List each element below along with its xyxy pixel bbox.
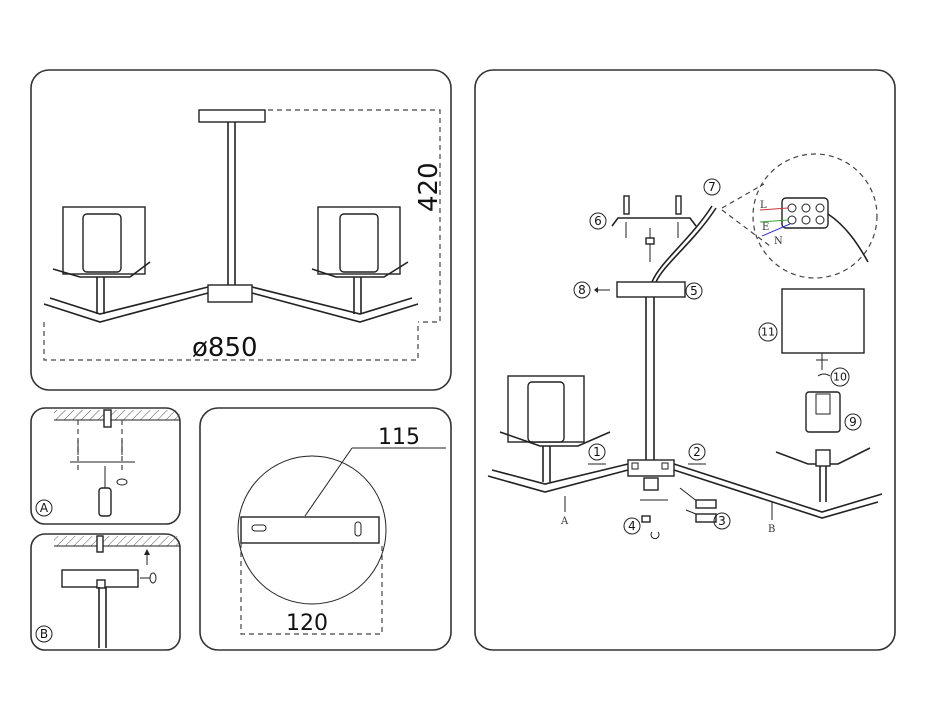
callout-6: 6 xyxy=(589,212,607,230)
callout-2: 2 xyxy=(688,443,706,465)
hub xyxy=(207,284,253,303)
arm-label-a: A xyxy=(560,516,569,527)
svg-text:4: 4 xyxy=(628,519,636,533)
callout-10: 10 xyxy=(830,367,850,387)
hub xyxy=(627,459,675,477)
svg-text:11: 11 xyxy=(761,326,775,339)
mounting-plate xyxy=(240,516,380,544)
step-a-panel: A xyxy=(30,407,181,525)
callout-1: 1 xyxy=(588,443,606,465)
canopy xyxy=(198,109,266,123)
plate-height-dimension: 115 xyxy=(378,425,420,450)
wire-label-e: E xyxy=(762,222,769,233)
svg-text:7: 7 xyxy=(708,180,716,194)
dimensions-panel: 420 ø850 xyxy=(30,69,452,391)
wire-label-l: L xyxy=(760,200,767,211)
plate-width-dimension: 120 xyxy=(286,611,328,636)
step-b-label: B xyxy=(40,627,48,641)
diameter-dimension: ø850 xyxy=(192,333,258,363)
step-a-label: A xyxy=(40,501,49,515)
callout-9: 9 xyxy=(844,413,862,431)
right-lamp xyxy=(311,206,409,314)
wire-label-n: N xyxy=(774,236,783,247)
svg-text:2: 2 xyxy=(693,445,701,459)
wiring-detail: L E N xyxy=(752,153,878,279)
ceiling-circle xyxy=(237,455,387,605)
callout-8: 8 xyxy=(573,281,591,299)
callout-4: 4 xyxy=(623,517,641,535)
callout-7: 7 xyxy=(703,178,721,196)
callout-3: 3 xyxy=(713,512,731,530)
svg-text:5: 5 xyxy=(690,284,698,298)
svg-text:6: 6 xyxy=(594,214,602,228)
svg-text:8: 8 xyxy=(578,283,586,297)
screwdriver-icon xyxy=(98,466,112,517)
canopy xyxy=(616,281,686,298)
svg-text:3: 3 xyxy=(718,514,726,528)
mounting-bracket xyxy=(611,195,697,262)
shade-part xyxy=(781,288,865,354)
socket-part xyxy=(805,391,841,433)
svg-text:10: 10 xyxy=(833,371,847,384)
plate-detail-panel: 115 120 xyxy=(199,407,452,651)
svg-text:9: 9 xyxy=(849,415,857,429)
svg-text:1: 1 xyxy=(593,445,601,459)
callout-5: 5 xyxy=(685,282,703,300)
arm-label-b: B xyxy=(768,524,775,535)
left-lamp xyxy=(52,206,151,314)
height-dimension: 420 xyxy=(414,162,444,212)
exploded-view-panel: L E N xyxy=(474,69,896,651)
step-b-panel: B xyxy=(30,533,181,651)
callout-11: 11 xyxy=(758,322,778,342)
